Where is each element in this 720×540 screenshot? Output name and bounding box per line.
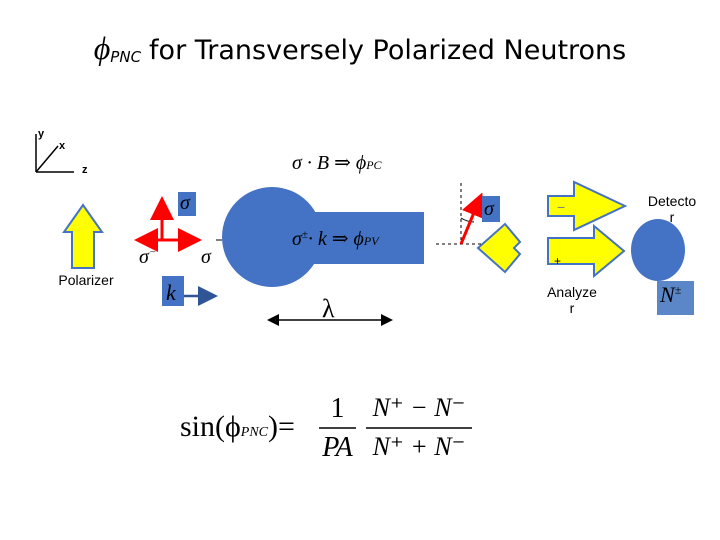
formula-frac1-num: 1: [330, 393, 345, 424]
formula-frac2-den: N⁺ + N⁻: [372, 432, 466, 461]
polarizer-arrow: [62, 203, 104, 269]
analyzer-minus-arrow: [547, 180, 628, 232]
analyzer-incoming-arrow: [476, 222, 522, 274]
n-pm-label: N±: [660, 282, 682, 307]
sigma-box-top: [178, 192, 196, 216]
pc-equation-box: [286, 145, 408, 179]
neutron-sample: [222, 187, 424, 287]
detector-label: Detecto r: [647, 193, 697, 225]
analyzer-label: Analyze r: [547, 284, 597, 316]
lambda-label: λ: [322, 294, 335, 323]
analyzer-plus-label: +: [554, 254, 562, 268]
pc-equation: σ · B ⇒ ϕPC: [292, 152, 382, 174]
detector: [631, 219, 685, 281]
pv-equation: σ±· k ⇒ ϕPV: [292, 228, 379, 250]
title-phi-symbol: ϕ: [93, 30, 111, 66]
analyzer-plus-arrow: [547, 223, 626, 279]
axis-x-label: x: [59, 140, 66, 152]
spin-cross-left: [134, 196, 202, 252]
sigma-minus-label: σ−: [139, 246, 157, 268]
analyzer-rotation: [436, 183, 501, 245]
polarizer-label: Polarizer: [58, 272, 114, 288]
k-label-box: [162, 276, 184, 306]
analyzer-minus-label: −: [557, 199, 566, 215]
formula-frac1-den: PA: [322, 432, 353, 463]
analyzer-sigma-label: σ: [484, 198, 494, 220]
formula-frac2-num: N⁺ − N⁻: [372, 393, 466, 422]
n-pm-box: [657, 281, 694, 315]
title-subscript: PNC: [110, 48, 142, 66]
page-title: ϕPNC for Transversely Polarized Neutrons: [0, 30, 720, 67]
sigma-top-label: σ: [180, 192, 190, 214]
axis-y-label: y: [38, 128, 45, 140]
coordinate-axes: [35, 134, 74, 173]
sigma-right-label: σ: [201, 246, 211, 268]
title-text: for Transversely Polarized Neutrons: [149, 35, 627, 66]
axis-z-label: z: [82, 164, 88, 176]
k-label: k: [166, 280, 176, 305]
formula-lhs: sin(ϕPNC)=: [180, 410, 295, 443]
